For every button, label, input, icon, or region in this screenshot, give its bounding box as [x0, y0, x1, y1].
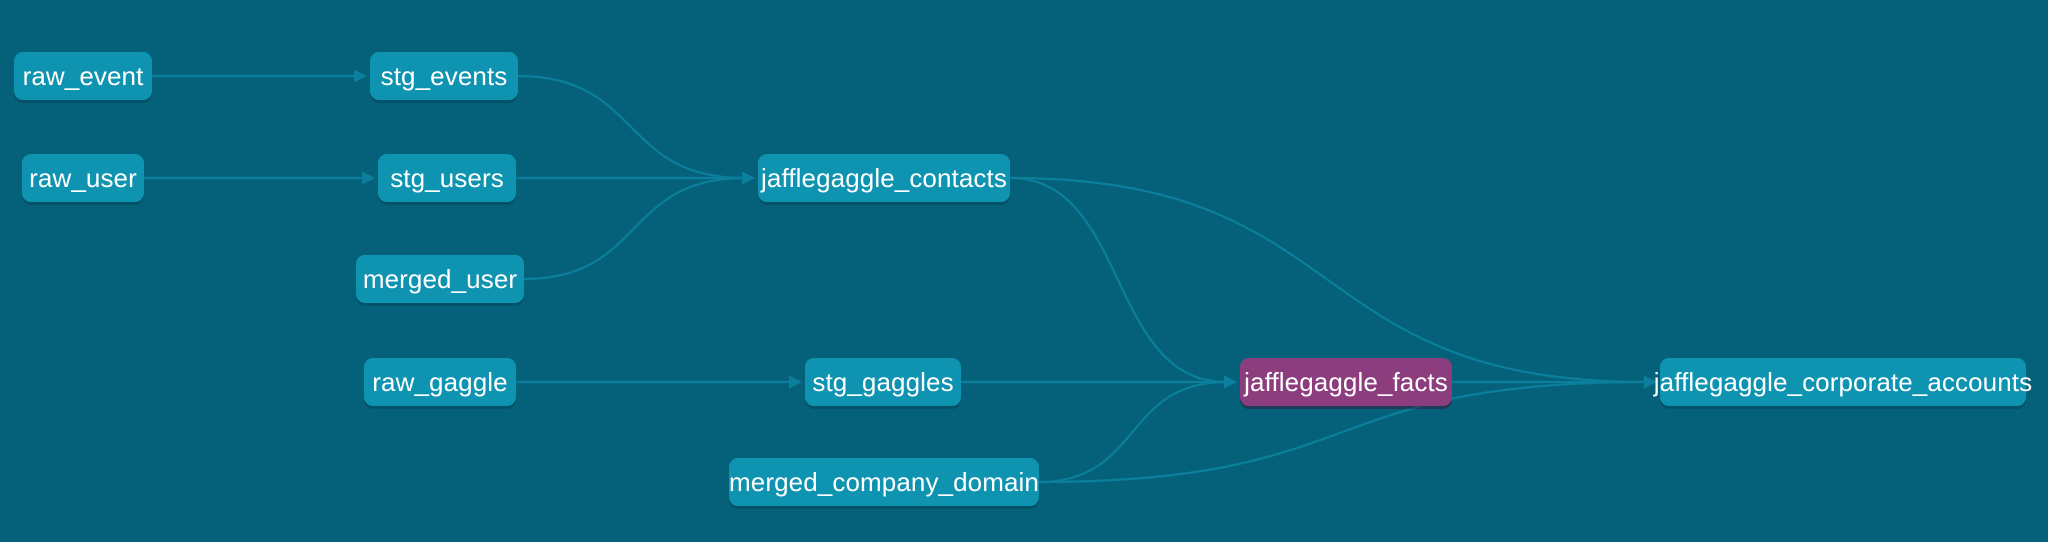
graph-node-label: jafflegaggle_contacts	[761, 163, 1007, 193]
graph-node-label: merged_user	[362, 264, 518, 294]
graph-node-label: merged_company_domain	[729, 467, 1039, 497]
graph-edge-arrowhead	[742, 171, 755, 185]
graph-node-jafflegaggle_facts[interactable]: jafflegaggle_facts	[1240, 358, 1452, 406]
graph-node-stg_users[interactable]: stg_users	[378, 154, 516, 202]
graph-node-label: raw_user	[29, 163, 137, 193]
graph-edge-jafflegaggle_contacts-to-jafflegaggle_corporate_accounts	[1008, 176, 1648, 384]
graph-node-stg_gaggles[interactable]: stg_gaggles	[805, 358, 961, 406]
graph-edge-arrowhead	[1644, 375, 1657, 389]
graph-node-raw_user[interactable]: raw_user	[22, 154, 144, 202]
graph-edge-arrowhead	[789, 375, 802, 389]
graph-node-merged_user[interactable]: merged_user	[356, 255, 524, 303]
graph-node-jafflegaggle_contacts[interactable]: jafflegaggle_contacts	[758, 154, 1010, 202]
graph-node-raw_gaggle[interactable]: raw_gaggle	[364, 358, 516, 406]
graph-edge-merged_company_domain-to-jafflegaggle_facts	[1037, 380, 1228, 484]
graph-node-label: raw_gaggle	[372, 367, 508, 397]
graph-edge-arrowhead	[1644, 375, 1657, 389]
graph-node-label: jafflegaggle_facts	[1244, 367, 1448, 397]
graph-node-label: stg_gaggles	[812, 367, 954, 397]
graph-edge-merged_user-to-jafflegaggle_contacts	[522, 176, 746, 281]
graph-edge-arrowhead	[1224, 375, 1237, 389]
graph-node-label: stg_events	[380, 61, 508, 91]
graph-node-merged_company_domain[interactable]: merged_company_domain	[729, 458, 1039, 506]
graph-node-raw_event[interactable]: raw_event	[14, 52, 152, 100]
graph-edge-arrowhead	[742, 171, 755, 185]
graph-edge-jafflegaggle_contacts-to-jafflegaggle_facts	[1008, 176, 1228, 384]
graph-edge-arrowhead	[1224, 375, 1237, 389]
graph-edge-arrowhead	[742, 171, 755, 185]
graph-node-stg_events[interactable]: stg_events	[370, 52, 518, 100]
graph-node-label: raw_event	[22, 61, 144, 91]
graph-node-label: stg_users	[390, 163, 504, 193]
graph-edge-stg_events-to-jafflegaggle_contacts	[516, 74, 746, 180]
graph-node-label: jafflegaggle_corporate_accounts	[1653, 367, 2033, 397]
graph-edge-arrowhead	[1644, 375, 1657, 389]
graph-edge-arrowhead	[1224, 375, 1237, 389]
graph-node-jafflegaggle_corporate_accounts[interactable]: jafflegaggle_corporate_accounts	[1654, 358, 2032, 406]
graph-edge-arrowhead	[362, 171, 375, 185]
graph-edge-arrowhead	[354, 69, 367, 83]
